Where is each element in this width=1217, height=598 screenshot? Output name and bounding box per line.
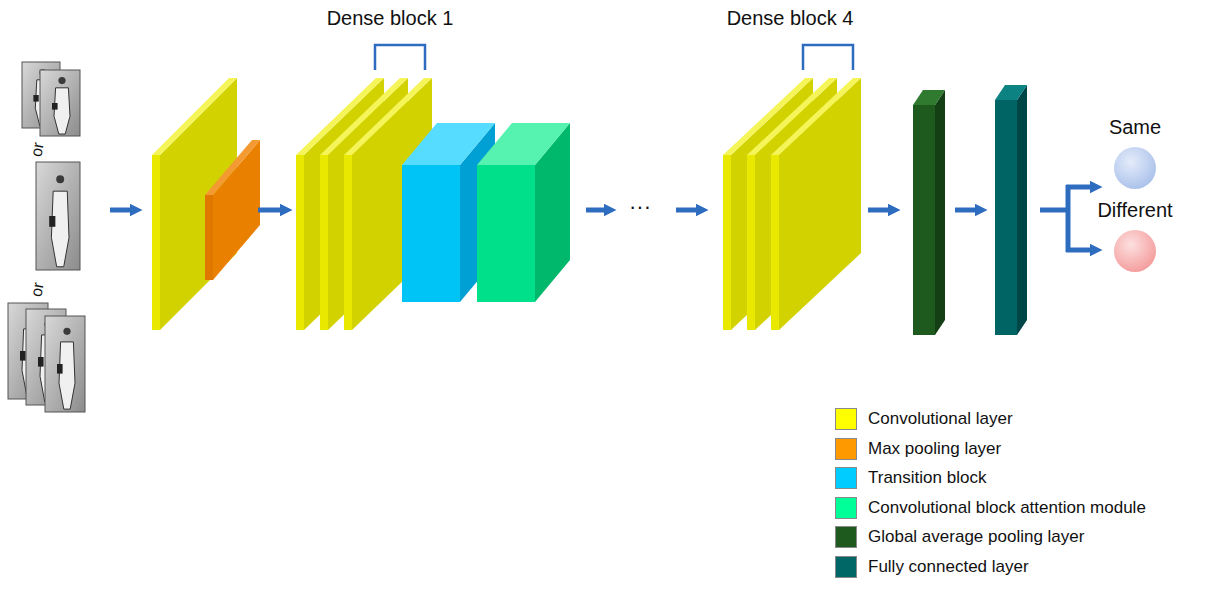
- flow-arrow: [258, 208, 286, 213]
- flow-arrow: [586, 208, 610, 213]
- block-title: Dense block 1: [327, 6, 454, 30]
- block-top: [402, 123, 495, 165]
- block-front: [723, 155, 731, 330]
- legend-swatch: [835, 526, 857, 548]
- person-bag: [38, 357, 44, 367]
- ellipsis: ···: [629, 194, 651, 220]
- flow-arrow: [676, 208, 702, 213]
- person-body: [51, 191, 69, 267]
- gap-layer: [913, 90, 945, 335]
- person-bag: [20, 351, 26, 361]
- output-circle-shape: [1114, 147, 1156, 189]
- block-top: [771, 78, 861, 155]
- legend-swatch: [835, 556, 857, 578]
- flow-arrow: [1040, 208, 1068, 213]
- legend-text: Fully connected layer: [868, 556, 1029, 578]
- block-front: [205, 195, 213, 280]
- legend-swatch: [835, 467, 857, 489]
- or-label: or: [26, 281, 47, 298]
- person-head: [56, 175, 64, 183]
- block-top: [995, 85, 1027, 100]
- block-side: [935, 90, 945, 335]
- block-front: [296, 155, 304, 330]
- person-head: [58, 77, 65, 84]
- flow-arrow: [868, 208, 894, 213]
- block-front: [477, 165, 535, 302]
- legend-text: Convolutional layer: [868, 408, 1013, 430]
- flow-arrow: [1066, 185, 1096, 190]
- block-top: [344, 78, 432, 155]
- person-body: [59, 342, 75, 409]
- photo-frame: [36, 162, 80, 270]
- person-bag: [33, 95, 38, 102]
- person-head: [63, 328, 70, 335]
- flow-arrow: [110, 208, 136, 213]
- conv-layer: [771, 78, 861, 330]
- block-front: [152, 155, 160, 330]
- flow-arrow: [1066, 248, 1096, 253]
- flow-arrow: [955, 208, 981, 213]
- block-front: [344, 155, 352, 330]
- person-photo: [36, 162, 80, 270]
- block-top: [913, 90, 945, 105]
- output-class: Different: [1080, 198, 1190, 274]
- legend-text: Global average pooling layer: [868, 526, 1084, 548]
- output-circle: [1110, 145, 1160, 191]
- class-label: Different: [1080, 198, 1190, 222]
- block-side: [1017, 85, 1027, 335]
- legend-text: Transition block: [868, 467, 986, 489]
- block-front: [320, 155, 328, 330]
- fc-layer: [995, 85, 1027, 335]
- output-circle: [1110, 228, 1160, 274]
- legend-swatch: [835, 438, 857, 460]
- person-bag: [49, 216, 55, 227]
- class-label: Same: [1080, 115, 1190, 139]
- output-class: Same: [1080, 115, 1190, 191]
- block-front: [771, 155, 779, 330]
- person-bag: [57, 364, 63, 374]
- legend-swatch: [835, 408, 857, 430]
- block-title: Dense block 4: [727, 6, 854, 30]
- max-pool-layer: [205, 140, 260, 280]
- legend-text: Max pooling layer: [868, 438, 1001, 460]
- person-photo: [40, 70, 80, 136]
- photo-frame: [45, 316, 85, 412]
- block-front: [913, 105, 935, 335]
- dense-block-bracket: [375, 45, 425, 70]
- block-front: [402, 165, 460, 302]
- person-bag: [52, 103, 58, 110]
- person-body: [54, 88, 70, 134]
- block-top: [477, 123, 570, 165]
- legend-text: Convolutional block attention module: [868, 497, 1146, 519]
- block-top: [152, 78, 237, 155]
- dense-block-bracket: [803, 45, 853, 70]
- block-front: [747, 155, 755, 330]
- output-circle-shape: [1114, 230, 1156, 272]
- legend-swatch: [835, 497, 857, 519]
- block-top: [205, 140, 260, 195]
- photo-frame: [40, 70, 80, 136]
- block-front: [995, 100, 1017, 335]
- or-label: or: [26, 141, 47, 158]
- flow-arrow: [1066, 185, 1071, 252]
- person-photo: [45, 316, 85, 412]
- cbam-block: [477, 123, 570, 302]
